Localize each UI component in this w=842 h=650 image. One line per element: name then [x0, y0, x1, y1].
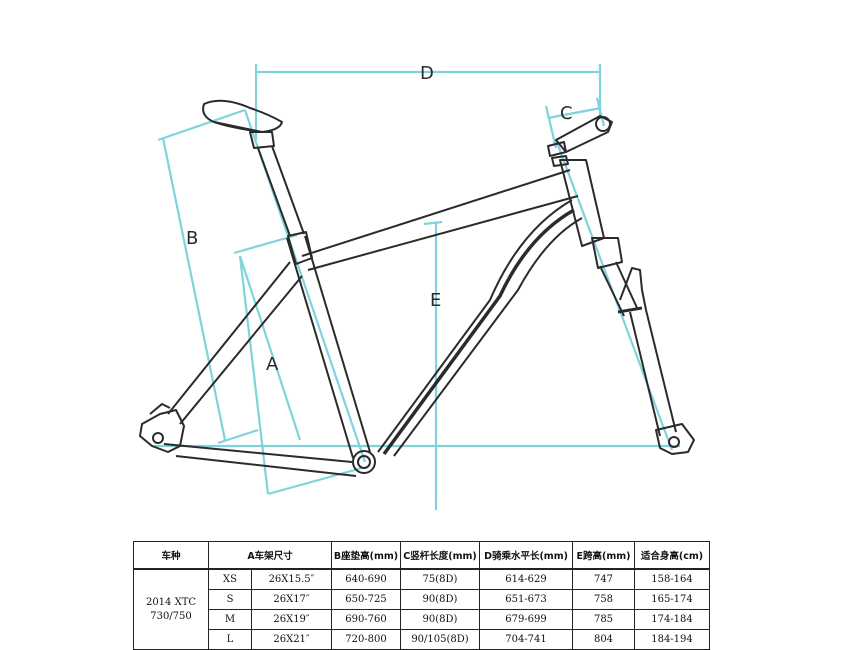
stem-cell: 90/105(8D) — [400, 629, 480, 650]
bike-frame — [139, 99, 695, 477]
size-cell: L — [208, 629, 252, 650]
dimension-tick-b-bottom — [217, 428, 259, 445]
table-row: S 26X17″ 650-725 90(8D) 651-673 758 165-… — [134, 589, 710, 610]
table-row: M 26X19″ 690-760 90(8D) 679-699 785 174-… — [134, 609, 710, 630]
fork-stanchion — [599, 261, 639, 317]
saddle-rail — [213, 121, 263, 133]
dimension-label-b: B — [186, 228, 198, 249]
reach-cell: 679-699 — [479, 609, 573, 630]
dimension-line-c — [547, 106, 602, 120]
header-standover: E跨高(mm) — [572, 541, 635, 570]
standover-cell: 758 — [572, 589, 635, 610]
table-row: L 26X21″ 720-800 90/105(8D) 704-741 804 … — [134, 629, 710, 650]
standover-cell: 747 — [572, 568, 635, 590]
header-saddle-height: B座垫高(mm) — [331, 541, 401, 570]
dimension-label-c: C — [560, 103, 573, 124]
fork-dropout — [655, 423, 695, 455]
header-model: 车种 — [133, 541, 209, 570]
seat-tube — [286, 235, 371, 459]
size-cell: XS — [208, 568, 252, 590]
down-tube-accent — [382, 208, 575, 456]
header-stem-length: C竖杆长度(mm) — [400, 541, 480, 570]
dimension-label-e: E — [430, 290, 441, 311]
reach-cell: 651-673 — [479, 589, 573, 610]
frame-cell: 26X15.5″ — [251, 568, 332, 590]
model-name-line2: 730/750 — [150, 610, 192, 622]
header-reach: D骑乘水平长(mm) — [479, 541, 573, 570]
standover-cell: 804 — [572, 629, 635, 650]
stem-cell: 75(8D) — [400, 568, 480, 590]
dimension-label-d: D — [420, 63, 434, 84]
handlebar-clamp — [595, 116, 611, 132]
height-cell: 174-184 — [634, 609, 710, 630]
seat-collar — [287, 231, 313, 265]
reach-cell: 614-629 — [479, 568, 573, 590]
saddle-cell: 720-800 — [331, 629, 401, 650]
stem-cell: 90(8D) — [400, 589, 480, 610]
bottom-bracket — [352, 450, 376, 474]
saddle-cell: 690-760 — [331, 609, 401, 630]
size-cell: M — [208, 609, 252, 630]
size-cell: S — [208, 589, 252, 610]
fork-lower-leg — [619, 267, 677, 437]
standover-cell: 785 — [572, 609, 635, 630]
header-frame-size: A车架尺寸 — [208, 541, 332, 570]
stem-cell: 90(8D) — [400, 609, 480, 630]
chain-stays — [163, 443, 357, 477]
dimension-tick-c-right — [595, 97, 606, 127]
seat-stays — [167, 261, 303, 425]
model-name-line1: 2014 XTC — [145, 596, 197, 608]
fork-seal — [617, 306, 643, 314]
dimension-tick-b-top — [157, 108, 246, 142]
dimension-tick-e-top — [423, 220, 443, 226]
table-row: 2014 XTC 730/750 XS 26X15.5″ 640-690 75(… — [133, 568, 710, 650]
saddle-cell: 650-725 — [331, 589, 401, 610]
headset-spacers — [547, 141, 569, 167]
dimension-tick-a-top — [233, 233, 298, 255]
down-tube — [377, 199, 583, 457]
bike-frame-geometry-diagram: D C B A E — [139, 63, 695, 510]
saddle-cell: 640-690 — [331, 568, 401, 590]
fork-crown — [591, 237, 623, 269]
size-spec-table: 车种 A车架尺寸 B座垫高(mm) C竖杆长度(mm) D骑乘水平长(mm) E… — [133, 541, 710, 650]
height-cell: 158-164 — [634, 568, 710, 590]
front-axle — [668, 436, 680, 448]
dimension-label-a: A — [266, 354, 279, 375]
seat-post — [257, 145, 305, 237]
header-rider-height: 适合身高(cm) — [634, 541, 710, 570]
saddle — [202, 99, 283, 133]
frame-cell: 26X19″ — [251, 609, 332, 630]
frame-cell: 26X17″ — [251, 589, 332, 610]
rear-dropout — [139, 409, 185, 453]
dimension-line-b — [161, 137, 227, 441]
height-cell: 165-174 — [634, 589, 710, 610]
dimension-a-lower-connector — [238, 255, 270, 495]
model-cell: 2014 XTC 730/750 — [133, 568, 209, 650]
height-cell: 184-194 — [634, 629, 710, 650]
rear-axle — [152, 432, 164, 444]
disc-mount — [149, 403, 171, 415]
top-tube — [301, 169, 579, 271]
table-header-row: 车种 A车架尺寸 B座垫高(mm) C竖杆长度(mm) D骑乘水平长(mm) E… — [133, 541, 710, 570]
bottom-bracket-inner — [357, 455, 371, 469]
dimension-line-a — [238, 255, 302, 441]
dimension-tick-a-bottom — [267, 466, 363, 496]
seat-post-clamp — [249, 131, 275, 149]
dimension-tick-c-left — [544, 105, 558, 149]
reach-cell: 704-741 — [479, 629, 573, 650]
frame-cell: 26X21″ — [251, 629, 332, 650]
